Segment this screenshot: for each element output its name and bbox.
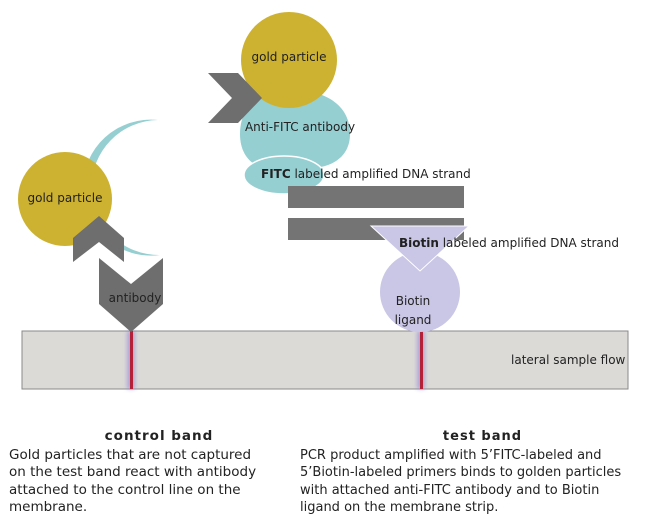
test-band-caption: test band PCR product amplified with 5’F…: [300, 428, 665, 517]
membrane-strip: [21, 330, 629, 390]
gold-particle-left: [18, 152, 112, 246]
label-biotin-ligand-2: ligand: [395, 313, 432, 327]
label-lateral-sample-flow: lateral sample flow: [511, 353, 626, 367]
control-band-title: control band: [104, 428, 214, 444]
control-caption-line: on the test band react with antibody: [9, 464, 257, 480]
test-band-title: test band: [442, 429, 523, 444]
label-anti-fitc-antibody: Anti-FITC antibody: [245, 120, 355, 134]
label-biotin-rest: labeled amplified DNA strand: [439, 236, 619, 250]
test-caption-line: PCR product amplified with 5’FITC-labele…: [300, 447, 602, 463]
label-biotin-dna-strand: Biotin labeled amplified DNA strand: [399, 236, 619, 250]
label-biotin-prefix: Biotin: [399, 236, 439, 250]
control-band-line: [127, 331, 135, 389]
test-band-line: [417, 331, 425, 389]
label-gold-particle-top: gold particle: [252, 50, 327, 64]
label-gold-particle-left: gold particle: [28, 191, 103, 205]
anti-fitc-antibody-shape: [240, 90, 350, 168]
biotin-ligand-circle: [380, 252, 460, 332]
antibody-chevron: [99, 258, 163, 332]
test-caption-line: 5’Biotin-labeled primers binds to golden…: [300, 465, 622, 480]
label-fitc-prefix: FITC: [261, 167, 291, 181]
label-fitc-dna-strand: FITC labeled amplified DNA strand: [261, 167, 471, 181]
test-caption-line: with attached anti-FITC antibody and to …: [300, 482, 600, 498]
fitc-ellipse: [243, 155, 325, 195]
chevron-right-top: [208, 73, 262, 123]
dna-strand-fitc: [288, 186, 464, 208]
label-fitc-rest: labeled amplified DNA strand: [291, 167, 471, 181]
gold-particle-top: [241, 12, 337, 108]
chevron-small-left: [73, 216, 124, 262]
control-caption-line: attached to the control line on the: [9, 481, 241, 498]
label-antibody: antibody: [109, 291, 162, 305]
control-caption-line: Gold particles that are not captured: [9, 446, 252, 463]
biotin-triangle: [369, 225, 471, 272]
control-band-caption: control band Gold particles that are not…: [9, 428, 309, 517]
test-caption-line: ligand on the membrane strip.: [300, 500, 499, 515]
control-caption-line: membrane.: [9, 499, 88, 515]
label-biotin-ligand-1: Biotin: [396, 294, 431, 308]
